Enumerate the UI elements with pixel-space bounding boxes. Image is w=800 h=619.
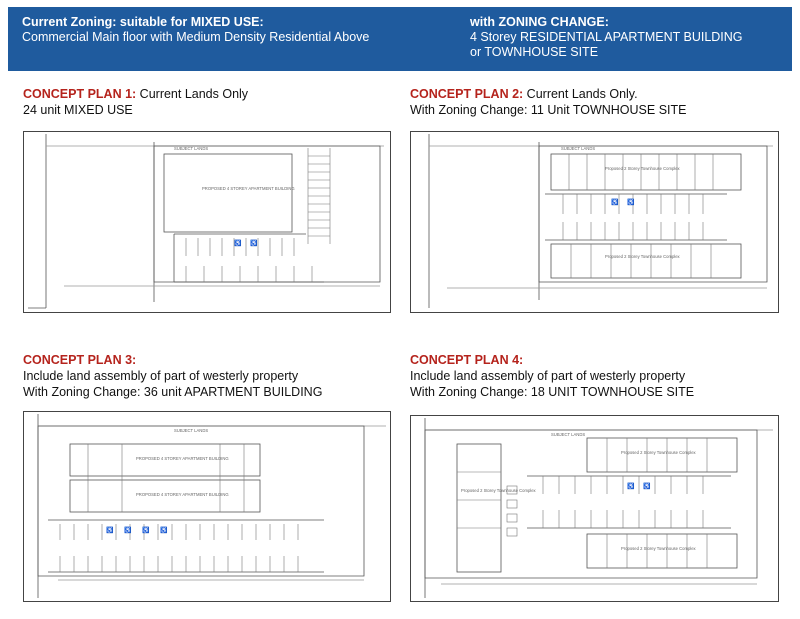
plan2-townhouse-label-top: Proposed 2 Storey Townhouse Complex: [605, 166, 681, 171]
zoning-change-line2: or TOWNHOUSE SITE: [470, 45, 599, 59]
concept-plan-1-heading: CONCEPT PLAN 1: Current Lands Only 24 un…: [23, 86, 248, 118]
svg-text:♿: ♿: [124, 526, 132, 534]
current-zoning-title: Current Zoning: suitable for MIXED USE:: [22, 15, 264, 29]
concept-plan-4-title: CONCEPT PLAN 4:: [410, 353, 524, 367]
concept-plan-3-desc2: With Zoning Change: 36 unit APARTMENT BU…: [23, 385, 323, 399]
svg-text:♿: ♿: [627, 198, 635, 206]
concept-plan-3-drawing: SUBJECT LANDS PROPOSED 4 STOREY APARTMEN…: [23, 411, 391, 602]
concept-plan-4-drawing: SUBJECT LANDS Proposed 2 Storey Townhous…: [410, 415, 779, 602]
concept-plan-2-desc: With Zoning Change: 11 Unit TOWNHOUSE SI…: [410, 103, 687, 117]
concept-plan-3-desc: Include land assembly of part of westerl…: [23, 369, 299, 383]
concept-plan-2-title-rest: Current Lands Only.: [523, 87, 638, 101]
plan4-townhouse-label-west: Proposed 2 Storey Townhouse Complex: [461, 488, 537, 493]
concept-plan-4-heading: CONCEPT PLAN 4: Include land assembly of…: [410, 352, 694, 400]
plan2-townhouse-label-bottom: Proposed 2 Storey Townhouse Complex: [605, 254, 681, 259]
concept-plan-2-drawing: SUBJECT LANDS Proposed 2 Storey Townhous…: [410, 131, 779, 313]
svg-text:♿: ♿: [643, 482, 651, 490]
concept-plan-1-title-rest: Current Lands Only: [136, 87, 249, 101]
plan3-apartment-label-top: PROPOSED 4 STOREY APARTMENT BUILDING: [136, 456, 229, 461]
concept-plan-1-desc: 24 unit MIXED USE: [23, 103, 133, 117]
concept-plan-1-drawing: SUBJECT LANDS PROPOSED 4 STOREY APARTMEN…: [23, 131, 391, 313]
svg-text:♿: ♿: [106, 526, 114, 534]
concept-plan-4-desc: Include land assembly of part of westerl…: [410, 369, 686, 383]
svg-text:♿: ♿: [142, 526, 150, 534]
current-zoning-subtitle: Commercial Main floor with Medium Densit…: [22, 30, 370, 44]
zoning-change-block: with ZONING CHANGE: 4 Storey RESIDENTIAL…: [470, 15, 790, 60]
plan1-apartment-label: PROPOSED 4 STOREY APARTMENT BUILDING: [202, 186, 295, 191]
svg-text:♿: ♿: [611, 198, 619, 206]
svg-text:♿: ♿: [160, 526, 168, 534]
plan1-subject-lands-label: SUBJECT LANDS: [174, 146, 208, 151]
plan3-apartment-label-bottom: PROPOSED 4 STOREY APARTMENT BUILDING: [136, 492, 229, 497]
svg-text:♿: ♿: [234, 239, 242, 247]
plan2-subject-lands-label: SUBJECT LANDS: [561, 146, 595, 151]
concept-plan-2-heading: CONCEPT PLAN 2: Current Lands Only. With…: [410, 86, 687, 118]
concept-plan-4-desc2: With Zoning Change: 18 UNIT TOWNHOUSE SI…: [410, 385, 695, 399]
concept-plan-3-heading: CONCEPT PLAN 3: Include land assembly of…: [23, 352, 322, 400]
current-zoning-block: Current Zoning: suitable for MIXED USE: …: [22, 15, 442, 45]
concept-plan-2-title: CONCEPT PLAN 2:: [410, 87, 524, 101]
plan4-townhouse-label-south: Proposed 2 Storey Townhouse Complex: [621, 546, 697, 551]
concept-plan-1-title: CONCEPT PLAN 1:: [23, 87, 137, 101]
svg-text:♿: ♿: [250, 239, 258, 247]
concept-plan-3-title: CONCEPT PLAN 3:: [23, 353, 137, 367]
zoning-change-line1: 4 Storey RESIDENTIAL APARTMENT BUILDING: [470, 30, 743, 44]
zoning-change-title: with ZONING CHANGE:: [470, 15, 609, 29]
header-banner: Current Zoning: suitable for MIXED USE: …: [8, 7, 792, 71]
plan3-subject-lands-label: SUBJECT LANDS: [174, 428, 208, 433]
plan4-townhouse-label-north: Proposed 2 Storey Townhouse Complex: [621, 450, 697, 455]
svg-text:♿: ♿: [627, 482, 635, 490]
plan4-subject-lands-label: SUBJECT LANDS: [551, 432, 585, 437]
